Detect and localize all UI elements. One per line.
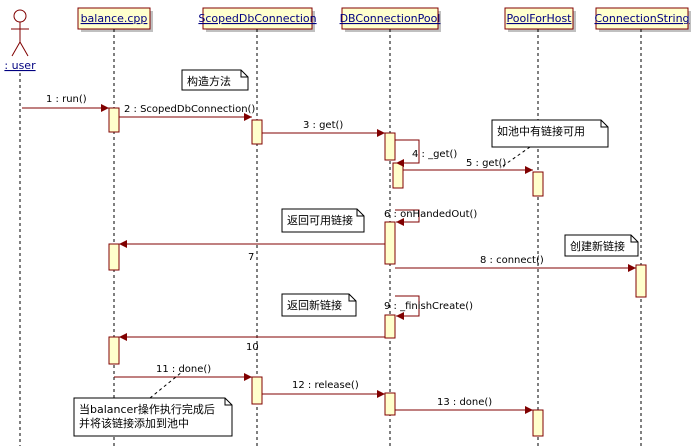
activation-bar [108, 336, 120, 365]
note-box [281, 293, 357, 317]
message-label: 6 : onHandedOut() [384, 209, 477, 220]
note-dogear [240, 70, 248, 78]
message-label: 9 : _finishCreate() [384, 301, 473, 312]
activation-bar [392, 162, 404, 189]
actor-name: : user [4, 59, 36, 72]
note-text: 当balancer操作执行完成后 [79, 402, 215, 416]
note-box [281, 208, 365, 233]
actor-leg-right [19, 41, 29, 57]
activation-bar [532, 171, 544, 197]
message-label: 1 : run() [46, 94, 87, 105]
note-text: 如池中有链接可用 [497, 124, 585, 138]
activation-bar [108, 243, 120, 271]
activation-bar [108, 107, 120, 133]
actor-leg-left [11, 41, 21, 57]
note-dogear [600, 120, 608, 128]
message-label: 7 [248, 252, 254, 263]
lifeline-label-host: PoolForHost [507, 12, 573, 25]
activation-bar [384, 314, 396, 339]
activation-bar [251, 119, 263, 145]
note-box [73, 397, 233, 437]
activation-bar [384, 392, 396, 416]
message-label: 10 [246, 342, 259, 353]
note-anchor [499, 146, 531, 169]
note-text: 返回可用链接 [287, 213, 353, 227]
note-box [181, 69, 249, 91]
note-dogear [356, 209, 364, 217]
message-label: 8 : connect() [480, 255, 544, 266]
note-text: 返回新链接 [287, 298, 342, 312]
actor-head-icon [13, 9, 27, 23]
note-dogear [224, 398, 232, 406]
note-box [491, 119, 609, 148]
activation-bar [532, 409, 544, 437]
lifeline-label-connstr: ConnectionString [594, 12, 689, 25]
activation-bar [384, 221, 396, 265]
lifeline-header-host [504, 7, 574, 30]
message-self-arrow [395, 295, 420, 320]
message-label: 3 : get() [303, 120, 343, 131]
note-dogear [630, 235, 638, 243]
message-label: 5 : get() [466, 158, 506, 169]
lifeline-label-pool: DBConnectionPool [340, 12, 441, 25]
message-label: 12 : release() [292, 380, 359, 391]
note-text: 构造方法 [187, 74, 231, 88]
note-dogear [348, 294, 356, 302]
lifeline-header-connstr [595, 7, 689, 30]
lifeline-label-scoped: ScopedDbConnection [198, 12, 316, 25]
message-label: 13 : done() [437, 397, 492, 408]
note-text: 并将该链接添加到池中 [79, 416, 189, 430]
lifeline-label-balance: balance.cpp [81, 12, 148, 25]
note-text: 创建新链接 [570, 239, 625, 253]
message-self-arrow [395, 139, 420, 167]
activation-bar [384, 132, 396, 161]
message-label: 4 : _get() [412, 149, 457, 160]
note-anchor [149, 371, 183, 399]
message-label: 11 : done() [156, 364, 211, 375]
note-box [564, 234, 639, 257]
message-label: 2 : ScopedDbConnection() [124, 104, 255, 115]
message-self-arrow [395, 209, 420, 226]
activation-bar [251, 376, 263, 405]
activation-bar [635, 264, 647, 298]
